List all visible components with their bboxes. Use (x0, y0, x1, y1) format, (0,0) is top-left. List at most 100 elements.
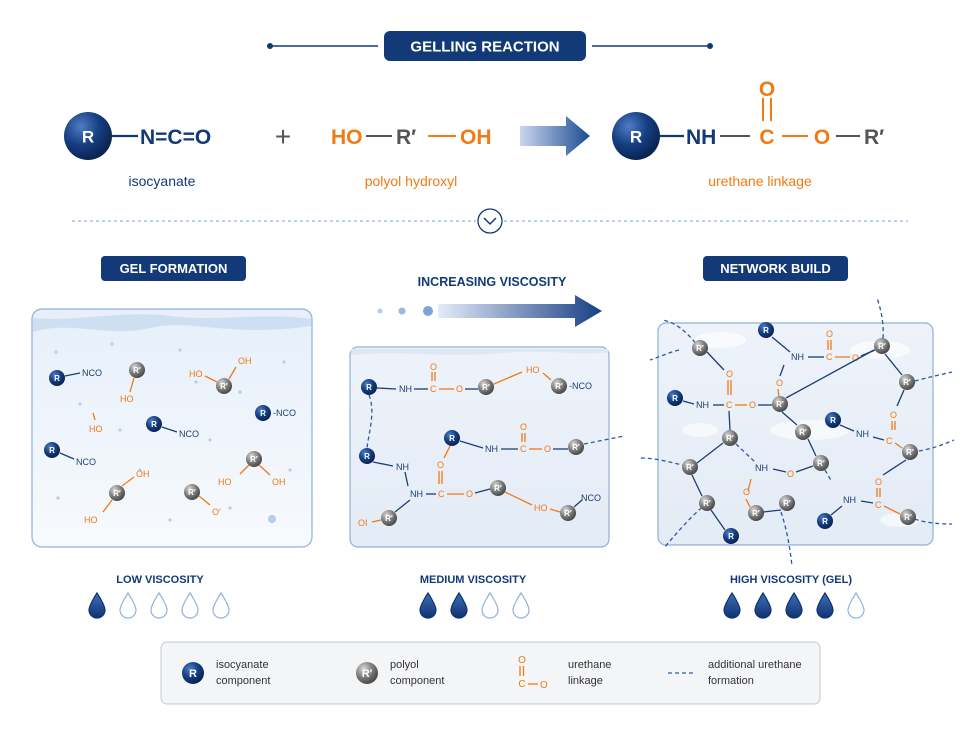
atom-label: OI (358, 518, 368, 528)
panel-medium-viscosity: R NH C O O R′ HO R′ -NCO R NH R NH C (349, 346, 625, 548)
isocyanate-group: N=C=O (140, 126, 211, 149)
atom-label: O (726, 369, 733, 379)
atom-label: O (456, 384, 463, 394)
atom-label: NCO (581, 493, 601, 503)
ball-label: R (822, 517, 828, 526)
ball-label: R′ (906, 448, 914, 457)
atom-label: O (826, 329, 833, 339)
page-title: GELLING REACTION (410, 39, 559, 56)
product-ball-label: R (630, 128, 642, 147)
product-ball (612, 112, 660, 160)
atom-label: O (776, 378, 783, 388)
ball-label: R (763, 326, 769, 335)
section-divider (72, 208, 908, 234)
atom-label: O (787, 469, 794, 479)
atom-label: O′ (212, 507, 221, 517)
ball-label: R′ (703, 499, 711, 508)
atom-label: C (875, 500, 882, 510)
title-area: GELLING REACTION (267, 31, 713, 61)
atom-label: HO (218, 477, 232, 487)
ball-label: R (364, 452, 370, 461)
legend-isocyanate-symbol: R (189, 668, 197, 680)
atom-label: NH (396, 462, 409, 472)
panel-low-viscosity: R NCO R′ HO HO R′ OH R NCO R -NCO HO R N… (31, 308, 313, 548)
product-o: O (814, 126, 830, 149)
ball-label: R′ (783, 499, 791, 508)
ball-label: R′ (113, 489, 121, 498)
atom-label: O (743, 487, 750, 497)
ball-label: R′ (482, 383, 490, 392)
atom-label: C (886, 436, 893, 446)
atom-label: NH (410, 489, 423, 499)
atom-label: NCO (179, 429, 199, 439)
product-o-top: O (759, 78, 775, 101)
atom-label: NH (485, 444, 498, 454)
atom-label: NH (843, 495, 856, 505)
ball-label: R′ (686, 463, 694, 472)
low-viscosity-caption: LOW VISCOSITY (116, 574, 204, 586)
legend-additional-label: additional urethane (708, 659, 802, 671)
ball-label: R′ (726, 434, 734, 443)
isocyanate-ball (64, 112, 112, 160)
legend-isocyanate-label: component (216, 675, 270, 687)
atom-label: O (430, 362, 437, 372)
reaction-arrow (520, 116, 590, 156)
ball-label: R′ (904, 513, 912, 522)
atom-label: C (438, 489, 445, 499)
atom-label: HO (189, 369, 203, 379)
increasing-viscosity-header: INCREASING VISCOSITY (418, 275, 567, 289)
drop-empty-icon (212, 591, 230, 619)
atom-label: C (520, 444, 527, 454)
polyol-label: polyol hydroxyl (365, 173, 458, 189)
medium-viscosity-caption: MEDIUM VISCOSITY (420, 574, 527, 586)
atom-label: O (890, 410, 897, 420)
panel-headers: GEL FORMATION INCREASING VISCOSITY NETWO… (101, 256, 848, 327)
polyol-r: R′ (396, 126, 416, 149)
drop-rating-low (88, 591, 230, 619)
atom-label: -NCO (273, 408, 296, 418)
ball-label: R′ (776, 400, 784, 409)
drop-empty-icon (847, 591, 865, 619)
ball-label: R (366, 383, 372, 392)
ball-label: R (54, 374, 60, 383)
atom-label: HO (120, 394, 134, 404)
drop-filled-icon (785, 591, 803, 619)
product-nh: NH (686, 126, 716, 149)
high-viscosity-caption: HIGH VISCOSITY (GEL) (730, 574, 852, 586)
drop-empty-icon (119, 591, 137, 619)
atom-label: C (430, 384, 437, 394)
ball-label: R′ (799, 428, 807, 437)
legend-urethane-c: C (518, 679, 525, 690)
ball-label: R′ (752, 509, 760, 518)
ball-label: R (728, 532, 734, 541)
drop-filled-icon (88, 591, 106, 619)
ball-label: R′ (133, 366, 141, 375)
polyol-ho: HO (331, 126, 363, 149)
legend: R isocyanate component R′ polyol compone… (160, 641, 821, 705)
atom-label: O (749, 400, 756, 410)
atom-label: NH (856, 429, 869, 439)
atom-label: HO (84, 515, 98, 525)
ball-label: R (449, 434, 455, 443)
drop-filled-icon (450, 591, 468, 619)
atom-label: O (875, 477, 882, 487)
legend-urethane-o: O (518, 655, 526, 666)
legend-additional-label: formation (708, 675, 754, 687)
drop-rating-medium (419, 591, 530, 619)
viscosity-captions: LOW VISCOSITY MEDIUM VISCOSITY HIGH VISC… (116, 574, 852, 586)
atom-label: -NCO (569, 381, 592, 391)
ball-label: R (260, 409, 266, 418)
ball-label: R (151, 420, 157, 429)
legend-urethane-o2: O (540, 680, 548, 691)
atom-label: HO (526, 365, 540, 375)
atom-label: NCO (82, 368, 102, 378)
atom-label: OH (136, 469, 150, 479)
ball-label: R′ (564, 509, 572, 518)
drop-filled-icon (816, 591, 834, 619)
product-c: C (759, 126, 774, 149)
atom-label: O (852, 353, 859, 363)
ball-label: R′ (555, 382, 563, 391)
drop-empty-icon (181, 591, 199, 619)
atom-label: O (520, 422, 527, 432)
gel-formation-header: GEL FORMATION (120, 261, 228, 276)
